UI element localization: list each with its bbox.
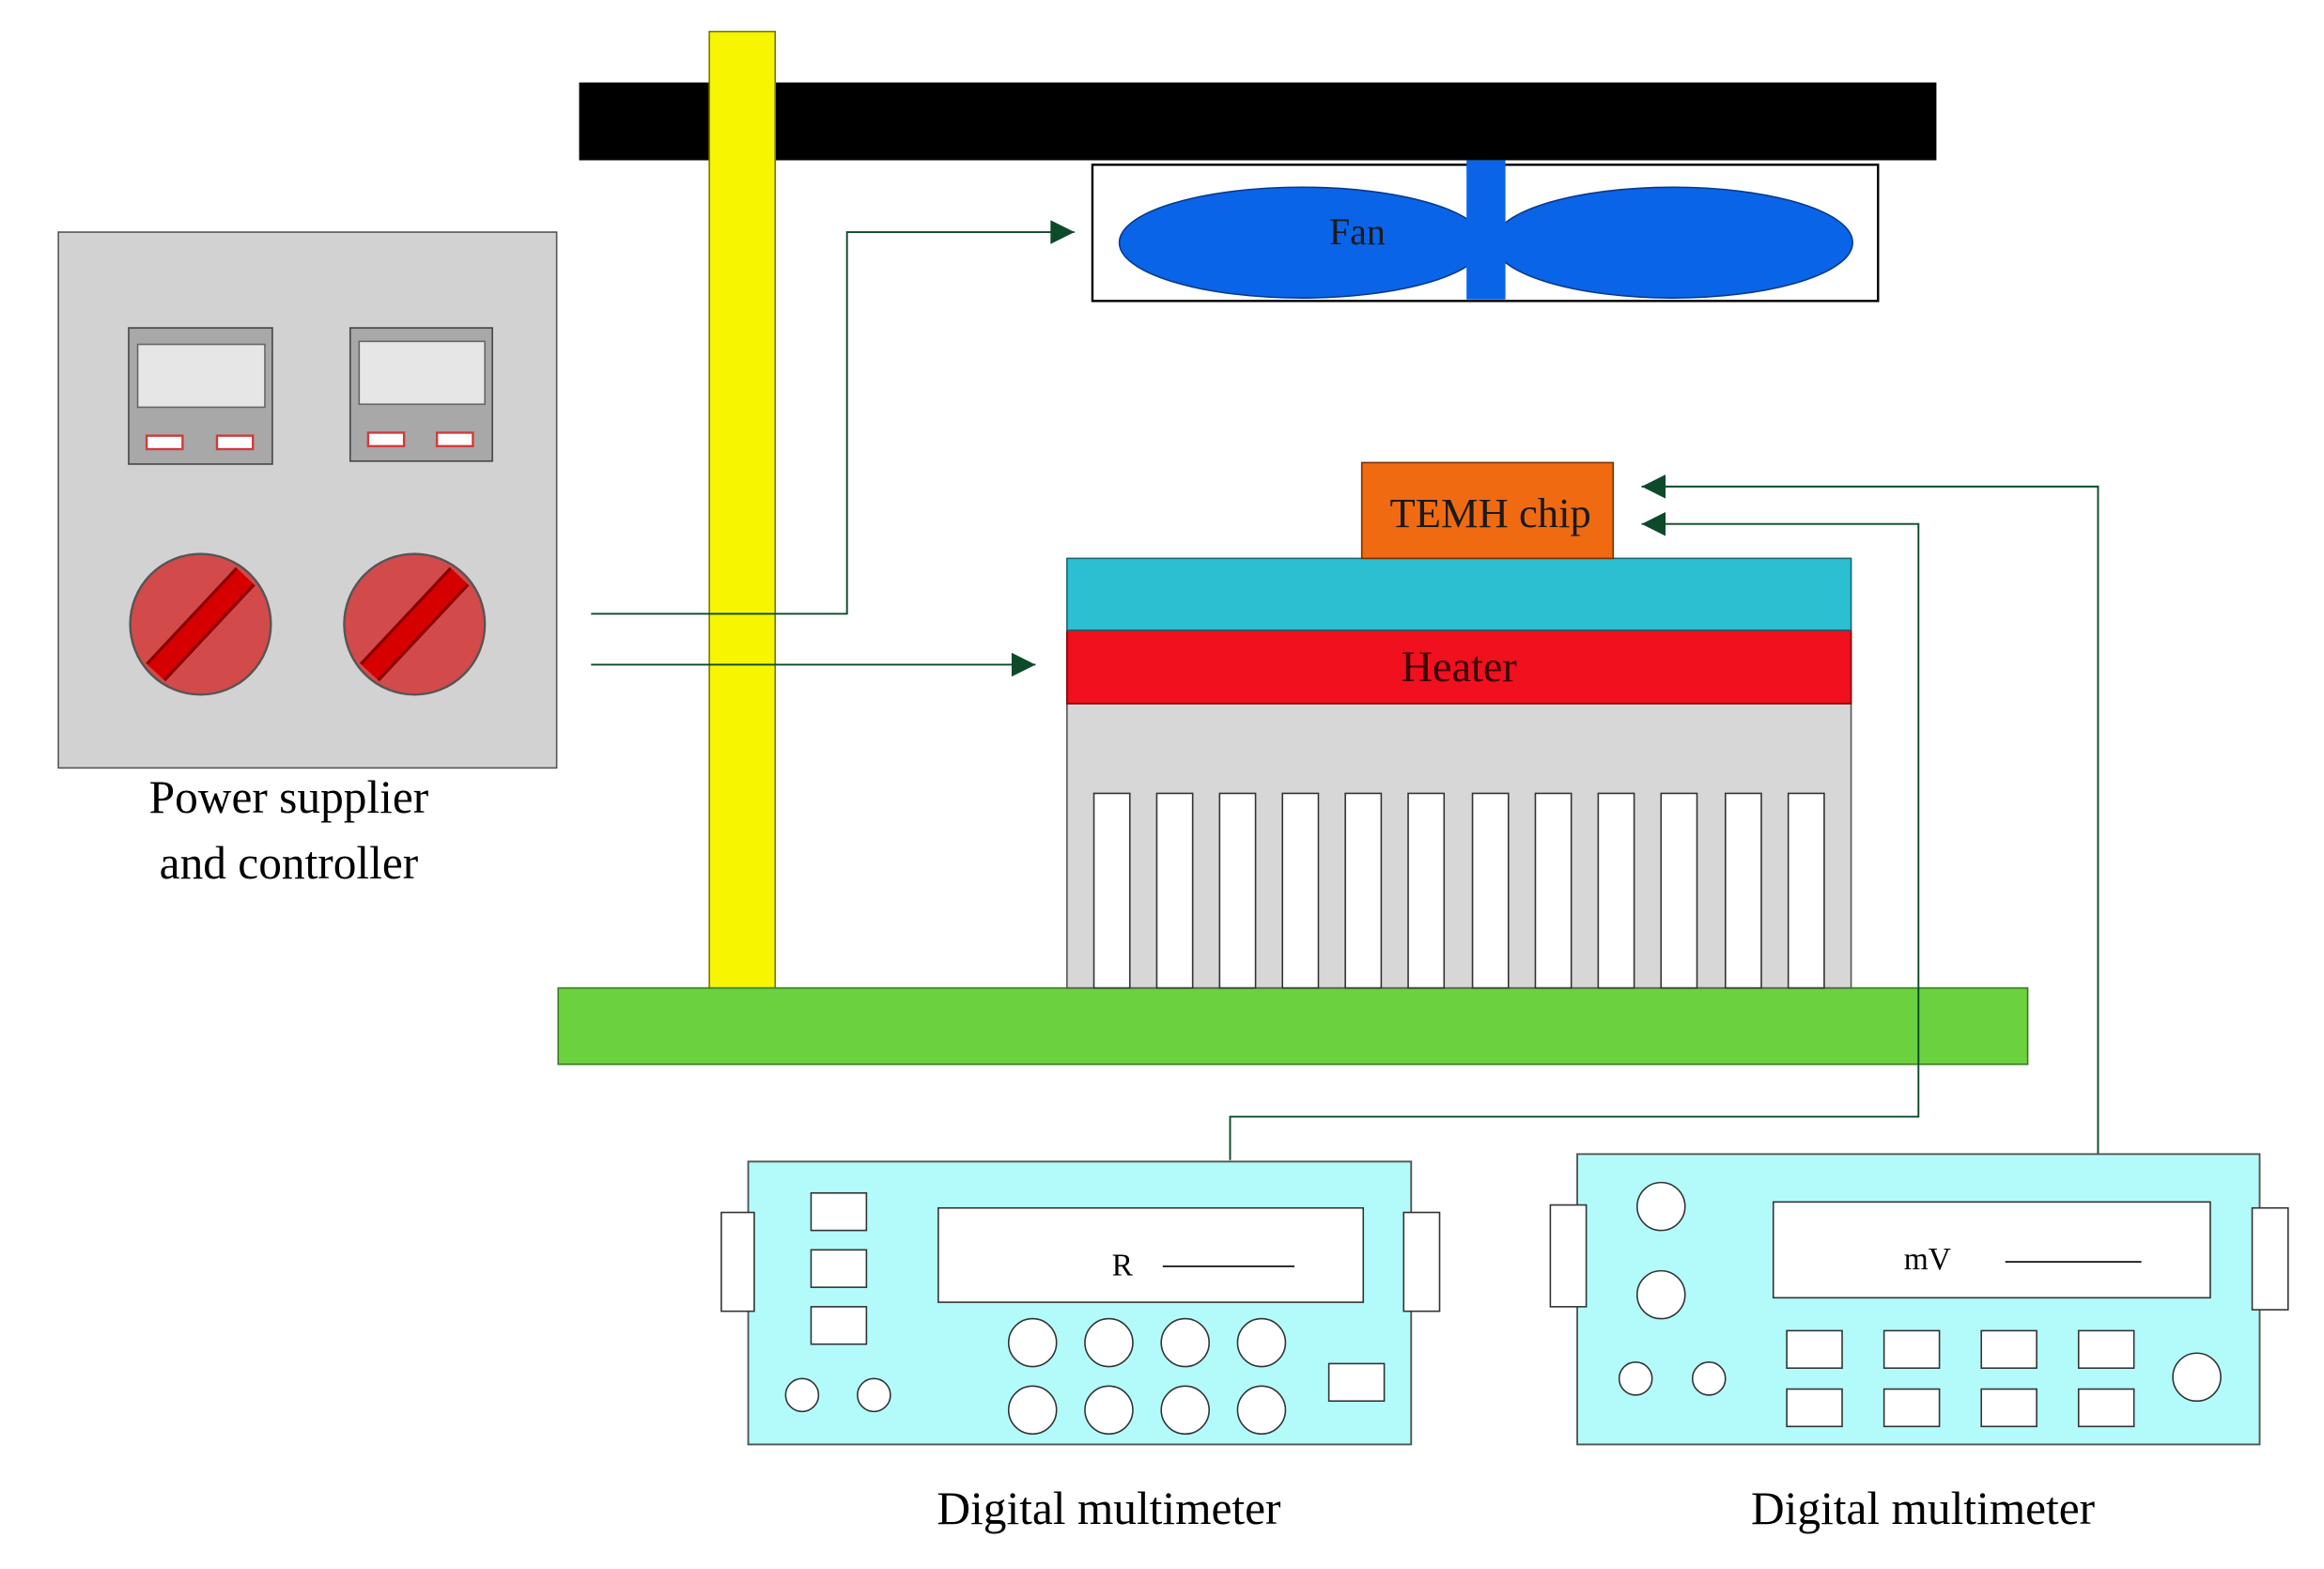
multimeter-right-key bbox=[2077, 1329, 2135, 1369]
multimeter-right-handle-right bbox=[2251, 1206, 2289, 1311]
multimeter-right-key bbox=[1786, 1329, 1843, 1369]
multimeter-left-key bbox=[810, 1306, 868, 1345]
heatsink-fins bbox=[1092, 792, 1825, 989]
power-display-2-button-a bbox=[366, 431, 406, 448]
power-wires bbox=[591, 220, 1075, 677]
multimeter-left-small-knob bbox=[784, 1377, 820, 1413]
knob-1 bbox=[129, 552, 272, 696]
multimeter-right-small-knob bbox=[1691, 1361, 1727, 1396]
heater-layer bbox=[1066, 629, 1852, 705]
green-base bbox=[557, 986, 2029, 1065]
power-label-line1: Power supplier bbox=[149, 771, 429, 823]
power-display-1-button-a bbox=[145, 434, 184, 451]
heater-label: Heater bbox=[1402, 643, 1517, 691]
power-display-2-screen bbox=[358, 340, 486, 406]
multimeter-left-dial bbox=[1007, 1385, 1058, 1436]
heatsink-fin bbox=[1218, 792, 1257, 989]
power-supplier-controller: Power supplier and controller bbox=[57, 231, 558, 889]
multimeter-right-dial bbox=[2172, 1352, 2222, 1403]
yellow-stand bbox=[708, 30, 776, 990]
multimeter-right-key bbox=[1786, 1388, 1843, 1428]
multimeter-left-dial bbox=[1084, 1385, 1134, 1436]
top-bar bbox=[579, 82, 1937, 161]
wire-r-meter bbox=[1229, 511, 1920, 1160]
fan-blade-right bbox=[1493, 186, 1853, 299]
multimeter-left-dial bbox=[1160, 1385, 1210, 1436]
heatsink-fin bbox=[1534, 792, 1573, 989]
heatsink-fin bbox=[1344, 792, 1383, 989]
knob-2 bbox=[343, 552, 487, 696]
power-box bbox=[57, 231, 558, 769]
heatsink-stack: Heater TEMH chip bbox=[1066, 461, 1852, 989]
multimeter-left-dial bbox=[1084, 1317, 1134, 1368]
heatsink-fin bbox=[1155, 792, 1194, 989]
multimeter-right-knob bbox=[1635, 1181, 1686, 1232]
heatsink-fin bbox=[1724, 792, 1762, 989]
heatsink-fin bbox=[1787, 792, 1825, 989]
multimeter-right: mV Digital multimeter bbox=[1549, 1153, 2289, 1534]
heatsink-fin bbox=[1597, 792, 1635, 989]
display-r-label: R bbox=[1112, 1248, 1134, 1282]
multimeter-left-display bbox=[937, 1206, 1365, 1303]
multimeter-right-small-knob bbox=[1618, 1361, 1653, 1396]
power-label-line2: and controller bbox=[160, 837, 419, 889]
power-display-2-button-b bbox=[435, 431, 474, 448]
multimeter-right-key bbox=[1882, 1388, 1941, 1428]
multimeter-right-label: Digital multimeter bbox=[1751, 1483, 2096, 1534]
heatsink-fin bbox=[1471, 792, 1510, 989]
wire-mv-meter bbox=[1641, 474, 2099, 1155]
multimeter-left-dial bbox=[1236, 1385, 1287, 1436]
multimeter-right-key bbox=[1882, 1329, 1941, 1369]
wire-to-fan bbox=[591, 220, 1075, 615]
power-display-1-screen bbox=[136, 343, 266, 409]
multimeter-right-knob bbox=[1635, 1269, 1686, 1320]
heatsink-fin bbox=[1407, 792, 1446, 989]
fan-label: Fan bbox=[1329, 211, 1386, 253]
fan-hub bbox=[1466, 160, 1506, 300]
multimeter-left-dial bbox=[1236, 1317, 1287, 1368]
temh-chip bbox=[1360, 461, 1615, 560]
multimeter-left-port bbox=[1327, 1362, 1386, 1403]
multimeter-right-key bbox=[1980, 1329, 2037, 1369]
multimeter-left-dial bbox=[1007, 1317, 1058, 1368]
fan-unit: Fan bbox=[1091, 160, 1880, 303]
multimeter-left-handle-left bbox=[720, 1211, 755, 1313]
temh-chip-label: TEMH chip bbox=[1390, 489, 1591, 536]
multimeter-right-handle-left bbox=[1549, 1204, 1588, 1308]
multimeter-left-key bbox=[810, 1191, 868, 1232]
multimeter-right-key bbox=[1980, 1388, 2037, 1428]
multimeter-right-key bbox=[2077, 1388, 2135, 1428]
multimeter-left-small-knob bbox=[857, 1377, 891, 1413]
fan-blade-left bbox=[1118, 186, 1486, 299]
multimeter-left-key bbox=[810, 1249, 868, 1288]
multimeter-left-handle-right bbox=[1402, 1211, 1441, 1313]
heatsink-fin bbox=[1660, 792, 1698, 989]
multimeter-left: R Digital multimeter bbox=[720, 1160, 1441, 1534]
display-mv-label: mV bbox=[1904, 1242, 1951, 1277]
heatsink-fin bbox=[1281, 792, 1320, 989]
multimeter-left-label: Digital multimeter bbox=[937, 1483, 1281, 1534]
heatsink-fin bbox=[1092, 792, 1131, 989]
multimeter-left-dial bbox=[1160, 1317, 1210, 1368]
multimeter-wires bbox=[1229, 474, 2099, 1160]
power-display-1-button-b bbox=[215, 434, 255, 451]
cooler-plate bbox=[1066, 557, 1852, 631]
multimeter-right-display bbox=[1772, 1201, 2211, 1299]
heatsink-body bbox=[1066, 703, 1852, 989]
